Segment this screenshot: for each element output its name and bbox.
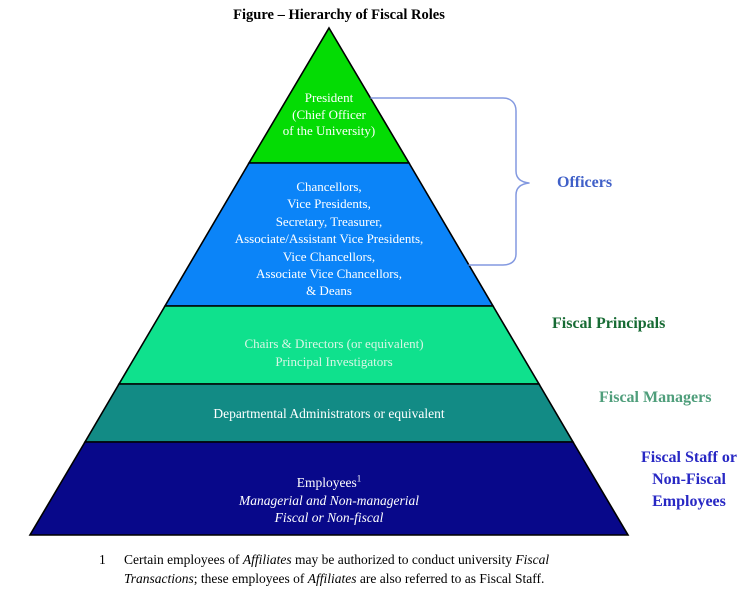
figure-title: Figure – Hierarchy of Fiscal Roles [233,7,445,23]
fiscal-managers-band-label: Departmental Administrators or equivalen… [213,406,445,421]
officers-side-label: Officers [557,174,613,191]
fiscal-principals-side-label: Fiscal Principals [552,315,666,332]
officers-band-label: Chancellors,Vice Presidents,Secretary, T… [234,179,424,299]
footnote-marker: 1 [99,552,106,567]
officers-brace [370,97,530,266]
pyramid-level-fiscal-staff [28,441,630,536]
footnote-text: Certain employees of Affiliates may be a… [124,552,550,586]
fiscal-managers-side-label: Fiscal Managers [599,389,712,406]
fiscal-principals-band-label: Chairs & Directors (or equivalent)Princi… [244,336,424,369]
